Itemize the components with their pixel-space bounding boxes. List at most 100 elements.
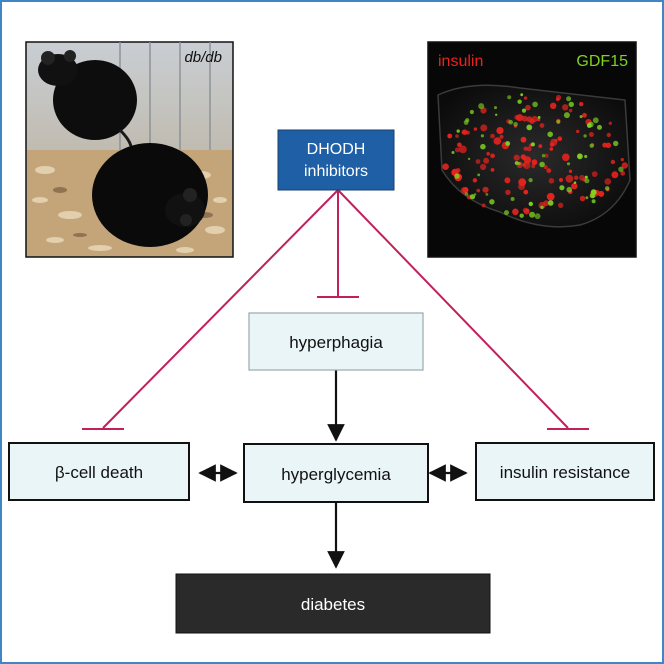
insulin-cell	[447, 133, 453, 139]
gdf15-cell	[467, 157, 471, 161]
gdf15-cell	[539, 161, 545, 168]
gdf15-cell	[465, 118, 470, 123]
insulin-cell	[518, 183, 525, 191]
insulin-cell	[512, 208, 519, 216]
insulin-cell	[480, 124, 488, 132]
insulin-cell	[557, 136, 563, 141]
insulin-cell	[579, 101, 584, 107]
gdf15-cell	[547, 131, 553, 138]
insulin-cell	[490, 153, 495, 159]
insulin-cell	[442, 163, 449, 170]
dhodh-label-line2: inhibitors	[304, 163, 368, 180]
node-beta-cell-death: β-cell death	[8, 442, 190, 501]
insulin-cell	[568, 108, 573, 113]
insulin-cell	[565, 174, 574, 183]
gdf15-cell	[528, 178, 533, 183]
insulin-cell	[548, 178, 555, 184]
insulin-cell	[472, 178, 478, 183]
insulin-cell	[493, 137, 502, 145]
inhibit-edge-insulin-resistance	[337, 189, 569, 429]
insulin-cell	[496, 127, 504, 135]
gdf15-cell	[489, 199, 495, 205]
insulin-cell	[486, 151, 491, 156]
gdf15-cell	[473, 193, 477, 196]
dhodh-label-line1: DHODH	[307, 141, 366, 158]
hyperglycemia-label: hyperglycemia	[281, 465, 391, 484]
insulin-cell	[546, 192, 555, 201]
node-hyperphagia: hyperphagia	[248, 312, 424, 371]
diabetes-label: diabetes	[301, 595, 365, 614]
gdf15-cell	[563, 112, 570, 119]
gdf15-cell	[534, 213, 541, 220]
node-diabetes: diabetes	[175, 573, 491, 634]
insulin-cell	[555, 97, 560, 102]
insulin-cell	[529, 118, 535, 124]
insulin-cell	[525, 104, 531, 111]
gdf15-cell	[494, 106, 497, 110]
insulin-cell	[520, 136, 527, 143]
insulin-cell	[539, 123, 545, 128]
gdf15-cell	[532, 101, 538, 108]
gdf15-label: GDF15	[576, 53, 628, 70]
hyperphagia-label: hyperphagia	[289, 333, 383, 352]
gdf15-cell	[451, 151, 455, 154]
gdf15-cell	[577, 153, 583, 160]
insulin-cell	[537, 118, 541, 122]
insulin-cell	[513, 154, 520, 161]
gdf15-cell	[480, 143, 486, 150]
insulin-cell	[462, 187, 469, 193]
insulin-cell	[582, 112, 587, 118]
photo-caption: db/db	[184, 49, 222, 66]
insulin-cell	[523, 189, 529, 195]
insulin-cell	[546, 168, 552, 174]
gdf15-cell	[556, 119, 561, 124]
insulin-cell	[568, 169, 573, 173]
insulin-cell	[598, 190, 605, 197]
gdf15-cell	[592, 117, 599, 124]
insulin-resistance-label: insulin resistance	[500, 463, 630, 482]
insulin-cell	[576, 129, 580, 134]
gdf15-cell	[559, 185, 565, 191]
gdf15-cell	[530, 142, 535, 147]
gdf15-cell	[454, 173, 460, 179]
insulin-cell	[543, 165, 548, 170]
gdf15-cell	[469, 109, 474, 115]
insulin-cell	[571, 183, 578, 190]
insulin-cell	[538, 144, 543, 149]
insulin-cell	[525, 208, 530, 213]
micrograph-panel: insulin GDF15	[427, 41, 637, 258]
gdf15-cell	[591, 194, 595, 198]
gdf15-cell	[584, 154, 588, 159]
insulin-cell	[611, 171, 619, 179]
insulin-cell	[608, 121, 612, 126]
node-insulin-resistance: insulin resistance	[475, 442, 655, 501]
insulin-cell	[457, 142, 462, 148]
insulin-cell	[499, 134, 504, 139]
insulin-cell	[473, 127, 478, 131]
insulin-cell	[504, 177, 511, 184]
beta-cell-death-label: β-cell death	[55, 463, 143, 482]
gdf15-cell	[537, 116, 541, 119]
gdf15-cell	[604, 186, 610, 191]
gdf15-cell	[477, 173, 481, 177]
gdf15-cell	[540, 205, 544, 209]
insulin-cell	[544, 153, 549, 158]
gdf15-cell	[573, 181, 577, 184]
gdf15-cell	[495, 113, 498, 117]
gdf15-cell	[618, 166, 624, 172]
inhibition-edges	[82, 189, 589, 430]
gdf15-cell	[519, 213, 524, 218]
gdf15-cell	[521, 108, 527, 113]
gdf15-cell	[547, 200, 554, 206]
gdf15-cell	[478, 103, 485, 110]
insulin-cell	[620, 170, 626, 176]
gdf15-cell	[514, 161, 519, 165]
gdf15-cell	[591, 199, 596, 204]
gdf15-cell	[588, 121, 594, 128]
insulin-cell	[516, 114, 524, 122]
insulin-cell	[454, 147, 460, 153]
insulin-cell	[610, 159, 616, 165]
gdf15-cell	[590, 189, 597, 196]
insulin-cell	[558, 202, 564, 208]
